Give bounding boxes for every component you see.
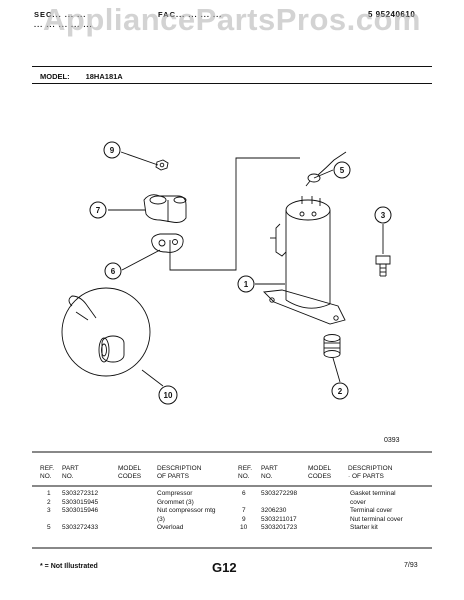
cell-part: 5303272433 [62, 524, 99, 531]
watermark-text: AppliancePartsPros.com [43, 2, 421, 37]
leader-bracket [169, 157, 300, 271]
callout-7 [89, 201, 107, 219]
leader-2 [332, 357, 341, 383]
header-middle: FAC... ... ... ... [158, 10, 223, 19]
callout-3-label: 3 [381, 211, 386, 220]
callout-7-label: 7 [96, 206, 101, 215]
cell-desc: Nut terminal cover [350, 515, 403, 523]
callout-3 [374, 206, 392, 224]
cell-desc: Compressor [157, 490, 193, 497]
leader-5 [313, 169, 334, 179]
cell-desc: Overload [157, 524, 184, 531]
overload-part [305, 151, 347, 187]
compressor-mounting-nut-part [375, 255, 391, 277]
header-left: SEC... ... ... ... ... ... ... ... [34, 10, 93, 30]
header-left-line1: SEC... ... ... [34, 10, 87, 19]
callout-1-label: 1 [244, 280, 249, 289]
cell-desc: Terminal cover [350, 507, 393, 514]
cell-part: 5303272298 [261, 490, 298, 497]
model-value: 18HA181A [85, 72, 123, 81]
th-desc-right: DESCRIPTION · OF PARTS [348, 465, 393, 480]
compressor-part [263, 196, 346, 325]
header-catalog-number: 5 95240610 [368, 10, 416, 19]
cell-desc: (3) [157, 515, 165, 523]
starter-kit-part [61, 287, 151, 377]
th-codes-right: MODEL CODES [308, 465, 332, 480]
cell-ref: 7 [242, 507, 246, 514]
diagram-code: 0393 [384, 437, 400, 444]
leader-6 [121, 249, 161, 271]
cell-part: 5303211017 [261, 515, 297, 523]
cell-ref: 1 [47, 490, 51, 497]
header-rule-bottom [32, 83, 432, 84]
cell-part: 5303015945 [62, 498, 99, 506]
terminal-cover-nut-part [155, 159, 169, 171]
footer-note: * = Not Illustrated [40, 563, 98, 570]
header-left-line2: ... ... ... ... ... [34, 20, 93, 29]
th-part-right: PART NO. [261, 465, 278, 480]
footer-page-number: G12 [212, 560, 237, 575]
cell-part: 3206230 [261, 507, 287, 514]
cell-desc: Gasket terminal [350, 490, 396, 497]
cell-desc: Starter kit [350, 524, 378, 531]
cell-desc: Nut compressor mtg [157, 507, 216, 514]
grommet-part [323, 334, 341, 358]
callout-2-label: 2 [338, 387, 343, 396]
model-label: MODEL: [40, 72, 70, 81]
cell-ref: 2 [47, 498, 51, 506]
callout-5-label: 5 [340, 166, 345, 175]
cell-desc: Grommet (3) [157, 498, 194, 506]
callout-10-label: 10 [164, 391, 173, 400]
header-rule-top [32, 66, 432, 67]
callout-5 [333, 161, 351, 179]
cell-part: 5303272312 [62, 490, 99, 497]
cell-part: 5303015946 [62, 507, 99, 514]
callout-6-label: 6 [111, 267, 116, 276]
cell-ref: 6 [242, 490, 246, 497]
th-ref-right: REF. NO. [238, 465, 253, 480]
th-codes-left: MODEL CODES [118, 465, 142, 480]
leader-9 [120, 151, 159, 166]
callout-1 [237, 275, 255, 293]
cell-ref: 10 [240, 524, 248, 531]
terminal-cover-part [143, 194, 187, 223]
th-desc-left: DESCRIPTION OF PARTS [157, 465, 202, 480]
th-part-left: PART NO. [62, 465, 79, 480]
terminal-cover-gasket-part [151, 233, 184, 253]
th-ref-left: REF. NO. [40, 465, 55, 480]
footer-date: 7/93 [404, 562, 418, 569]
model-line: MODEL: 18HA181A [40, 72, 123, 81]
cell-desc: cover [350, 498, 366, 506]
cell-ref: 3 [47, 507, 51, 514]
cell-ref: 5 [47, 524, 51, 531]
callout-2 [331, 382, 349, 400]
callout-9 [103, 141, 121, 159]
callout-9-label: 9 [110, 146, 115, 155]
leader-10 [141, 369, 164, 387]
cell-ref: 9 [242, 515, 246, 523]
callout-6 [104, 262, 122, 280]
cell-part: 5303201723 [261, 524, 298, 531]
callout-10 [158, 385, 178, 405]
